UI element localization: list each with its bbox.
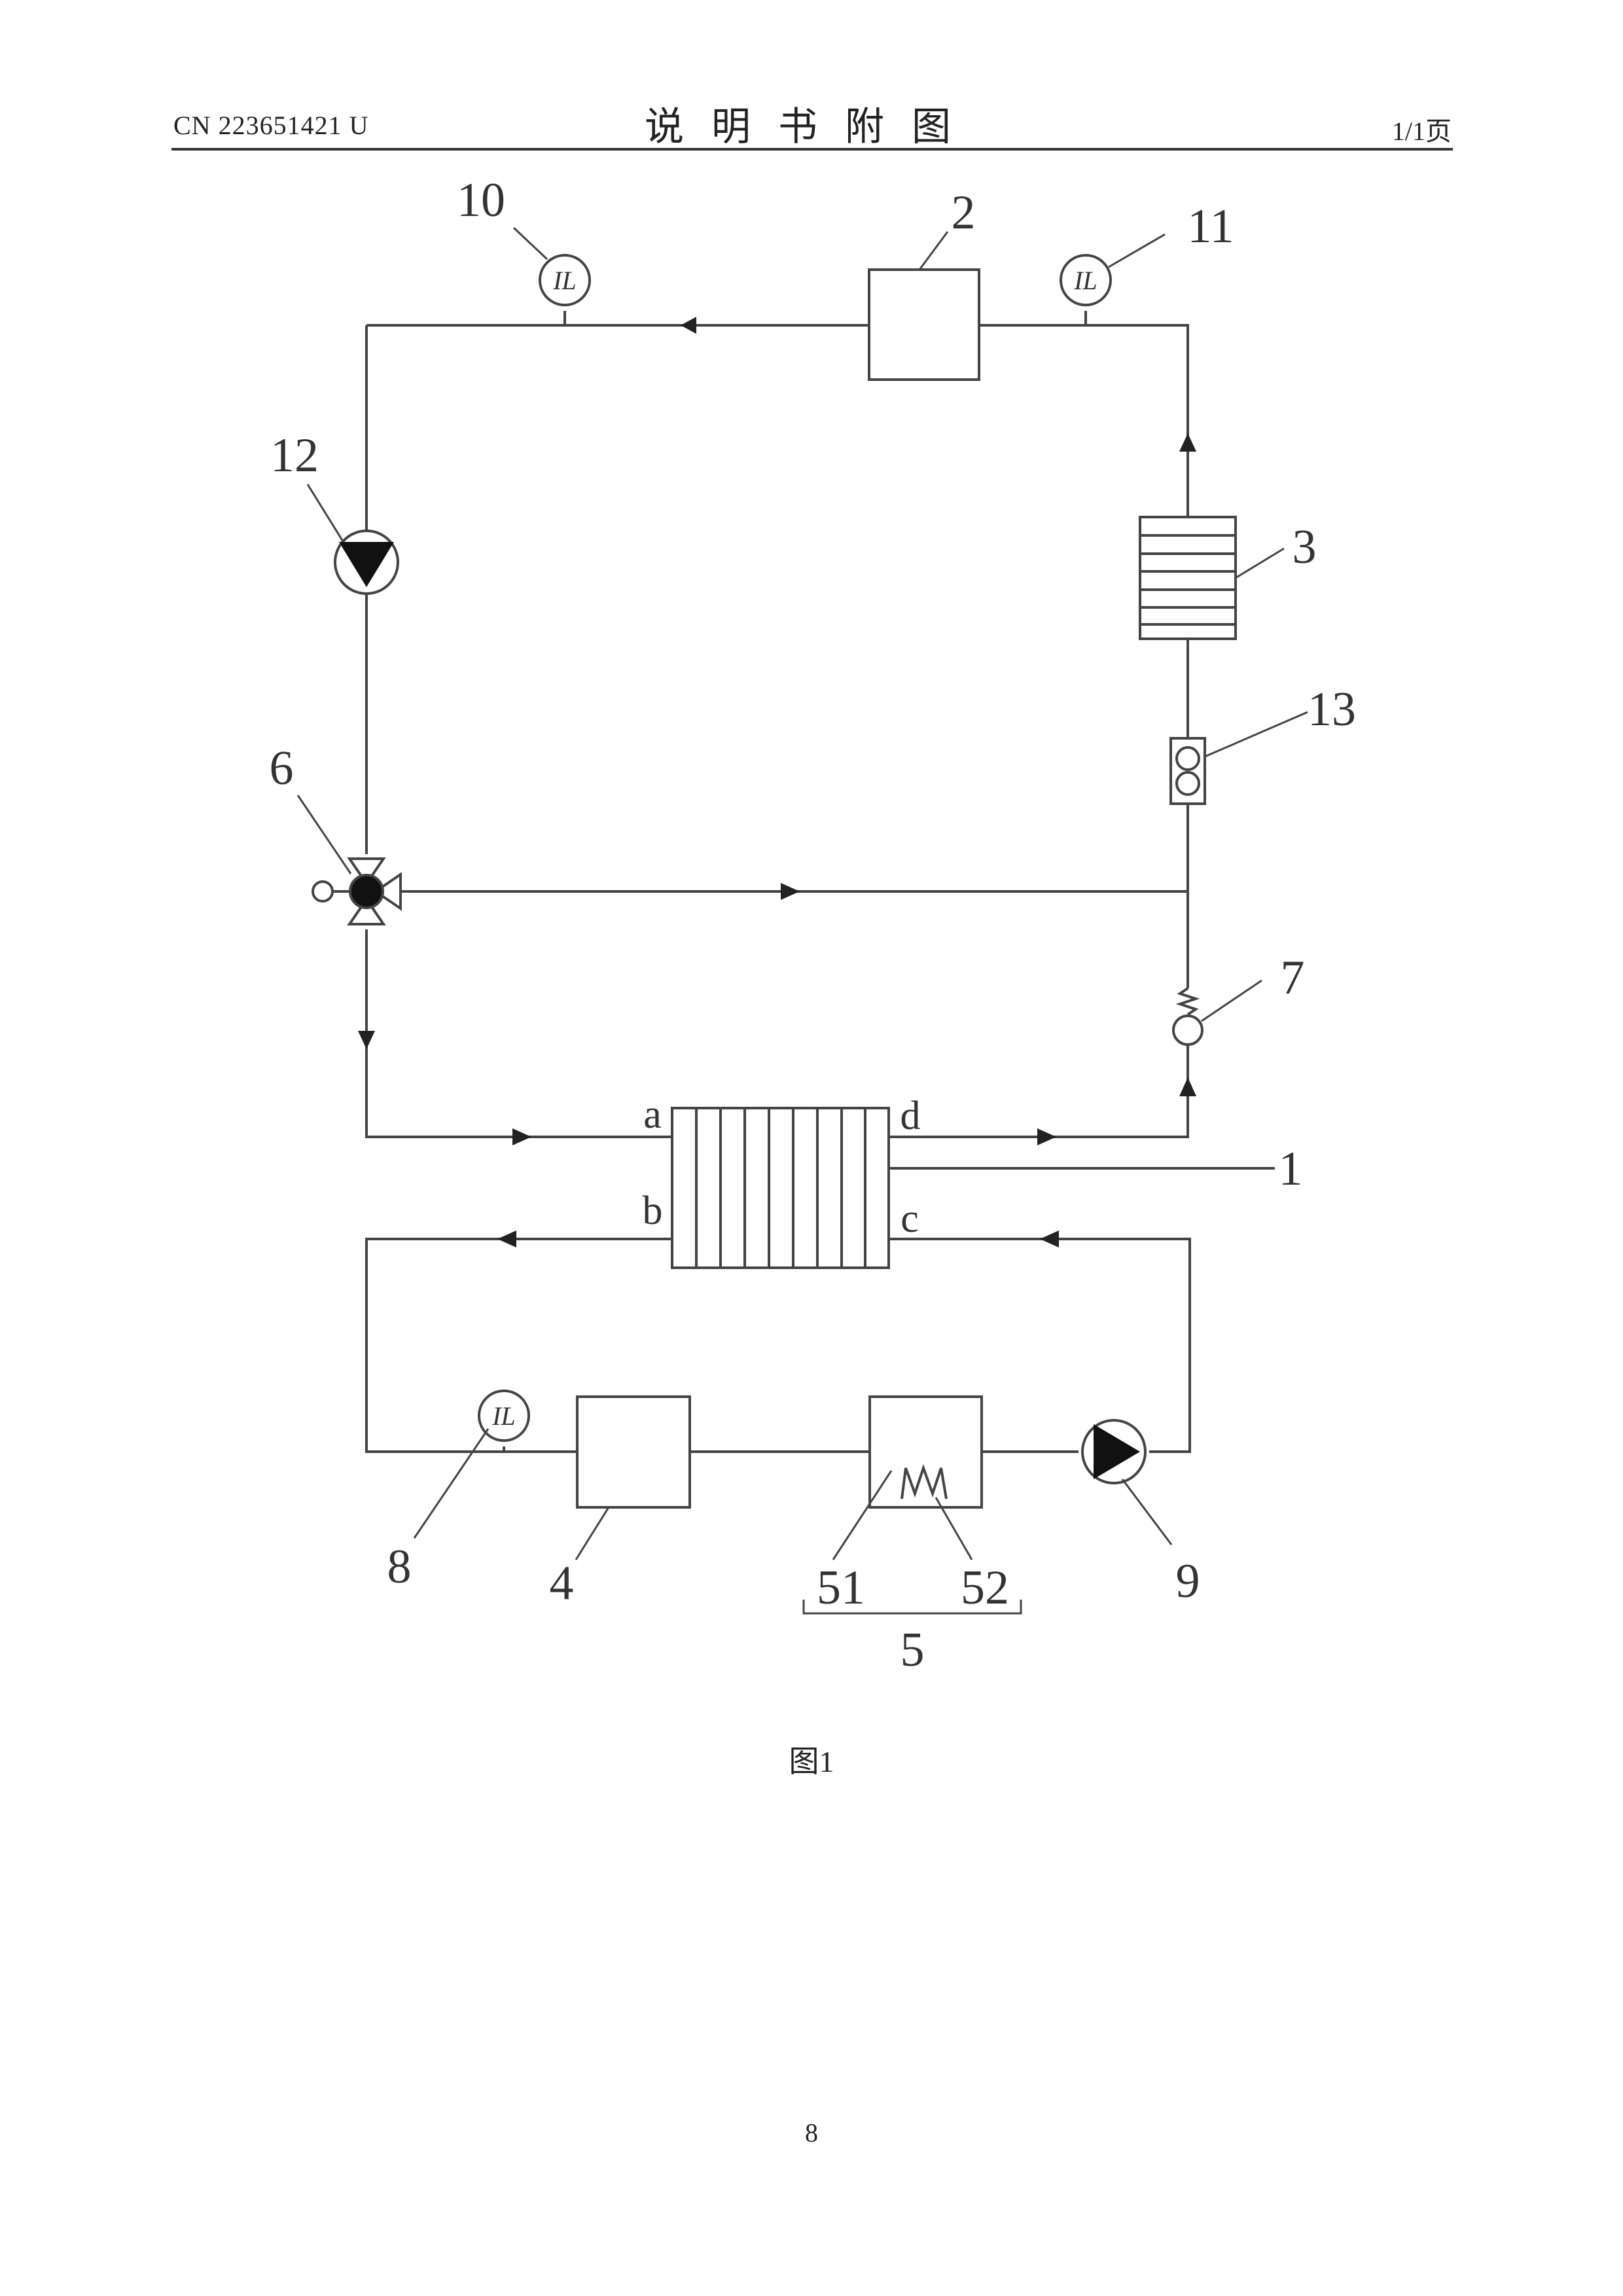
component-2-box — [869, 270, 979, 380]
label-1: 1 — [1279, 1142, 1303, 1196]
flow-arrow — [358, 1031, 375, 1049]
port-b: b — [643, 1189, 663, 1233]
figure-caption: 图1 — [0, 1738, 1623, 1781]
flow-arrow — [781, 883, 800, 900]
component-51-housing — [870, 1397, 982, 1507]
flow-arrow — [497, 1230, 516, 1247]
gauge-10-text: IL — [552, 266, 577, 295]
flow-arrow — [1179, 433, 1196, 452]
label-52: 52 — [961, 1561, 1009, 1615]
flow-arrow — [512, 1128, 531, 1145]
label-13: 13 — [1308, 683, 1356, 736]
label-10: 10 — [457, 173, 505, 227]
component-13-flowmeter — [1171, 738, 1205, 804]
flow-arrow — [681, 317, 696, 334]
component-1-heat-exchanger — [672, 1108, 889, 1268]
label-11: 11 — [1187, 200, 1234, 253]
label-51: 51 — [817, 1561, 865, 1615]
gauge-11-text: IL — [1073, 266, 1097, 295]
port-c: c — [901, 1196, 919, 1241]
pipe-top — [366, 325, 1188, 524]
label-5: 5 — [901, 1623, 925, 1677]
label-3: 3 — [1293, 520, 1317, 574]
page-number: 8 — [0, 2117, 1623, 2148]
component-12-pump — [335, 531, 398, 594]
gauge-stems — [504, 311, 1086, 1452]
label-4: 4 — [550, 1556, 574, 1610]
label-8: 8 — [387, 1540, 412, 1594]
port-a: a — [643, 1092, 662, 1137]
label-6: 6 — [270, 742, 294, 795]
label-9: 9 — [1176, 1554, 1200, 1608]
flow-arrow — [1040, 1230, 1059, 1247]
label-12: 12 — [270, 429, 319, 482]
pipe-left-lower — [366, 929, 672, 1137]
port-d: d — [901, 1094, 921, 1138]
gauge-8-text: IL — [491, 1401, 516, 1431]
component-3-cooler — [1140, 517, 1236, 639]
component-7-check-valve — [1173, 988, 1202, 1045]
flow-arrow — [1179, 1077, 1196, 1096]
label-2: 2 — [952, 186, 976, 240]
flow-arrow — [1037, 1128, 1056, 1145]
pipe-right-lower — [889, 1046, 1188, 1137]
component-6-three-way-valve — [313, 859, 401, 924]
component-9-pump — [1082, 1420, 1145, 1483]
label-7: 7 — [1281, 951, 1305, 1005]
component-4-box — [577, 1397, 690, 1507]
